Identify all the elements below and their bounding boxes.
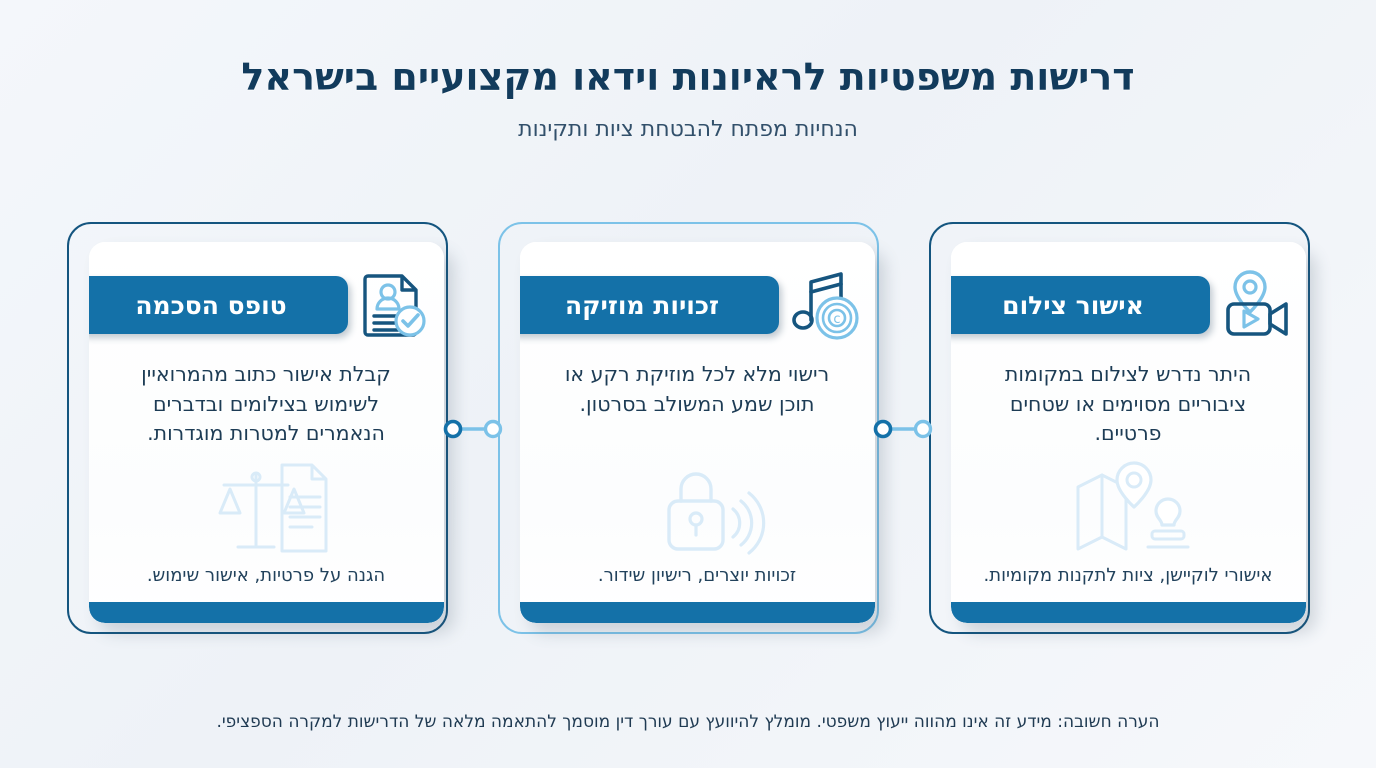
- card-footnote: אישורי לוקיישן, ציות לתקנות מקומיות.: [983, 564, 1273, 586]
- svg-text:c: c: [833, 312, 840, 327]
- card-bottom-accent-bar: [88, 602, 444, 623]
- music-note-copyright-icon: c: [789, 268, 861, 340]
- connector-dot-light: [483, 419, 503, 439]
- card-header-row: c זכויות מוזיקה: [519, 264, 875, 340]
- page-header: דרישות משפטיות לראיונות וידאו מקצועיים ב…: [0, 0, 1376, 145]
- card-title-label: טופס הסכמה: [135, 290, 287, 320]
- footer-disclaimer: הערה חשובה: מידע זה אינו מהווה ייעוץ משפ…: [216, 712, 1160, 733]
- card-title-tab[interactable]: זכויות מוזיקה: [519, 276, 779, 334]
- requirement-cards-row: טופס הסכמה קבלת אישור כתוב מהמרואיין לשי…: [0, 222, 1376, 642]
- card-title-label: זכויות מוזיקה: [564, 290, 720, 320]
- card-body-text: רישוי מלא לכל מוזיקת רקע או תוכן שמע המש…: [564, 362, 830, 416]
- card-inner-surface: טופס הסכמה קבלת אישור כתוב מהמרואיין לשי…: [88, 242, 444, 623]
- card-footnote: הגנה על פרטיות, אישור שימוש.: [146, 564, 386, 586]
- card-header-row: טופס הסכמה: [88, 264, 444, 340]
- card-consent-form[interactable]: טופס הסכמה קבלת אישור כתוב מהמרואיין לשי…: [66, 222, 448, 634]
- page-title: דרישות משפטיות לראיונות וידאו מקצועיים ב…: [241, 55, 1135, 99]
- card-bottom-accent-bar: [519, 602, 875, 623]
- card-title-tab[interactable]: טופס הסכמה: [88, 276, 348, 334]
- card-title-tab[interactable]: אישור צילום: [950, 276, 1210, 334]
- card-header-row: אישור צילום: [950, 264, 1306, 340]
- card-body-text: היתר נדרש לצילום במקומות ציבוריים מסוימי…: [1004, 362, 1252, 446]
- video-camera-location-pin-icon: [1220, 268, 1292, 340]
- connector-2: [872, 418, 934, 440]
- card-inner-surface: אישור צילום היתר נדרש לצילום במקומות ציב…: [950, 242, 1306, 623]
- card-music-rights[interactable]: c זכויות מוזיקה רישוי מלא לכל מוזיקת רקע…: [497, 222, 879, 634]
- document-person-check-icon: [358, 268, 430, 340]
- card-body: רישוי מלא לכל מוזיקת רקע או תוכן שמע המש…: [546, 360, 849, 419]
- card-filming-permit[interactable]: אישור צילום היתר נדרש לצילום במקומות ציב…: [928, 222, 1310, 634]
- lock-broadcast-icon: [639, 459, 767, 563]
- card-bottom-accent-bar: [950, 602, 1306, 623]
- card-footnote: זכויות יוצרים, רישיון שידור.: [597, 564, 797, 586]
- page-subtitle: הנחיות מפתח להבטחת ציות ותקינות: [518, 117, 858, 143]
- connector-dot-light: [913, 419, 933, 439]
- connector-dot-dark: [443, 419, 463, 439]
- card-body: קבלת אישור כתוב מהמרואיין לשימוש בצילומי…: [115, 360, 418, 449]
- card-title-label: אישור צילום: [1002, 290, 1144, 320]
- connector-dot-dark: [873, 419, 893, 439]
- connector-1: [442, 418, 504, 440]
- scales-of-justice-document-icon: [208, 459, 336, 563]
- card-body: היתר נדרש לצילום במקומות ציבוריים מסוימי…: [977, 360, 1280, 449]
- card-body-text: קבלת אישור כתוב מהמרואיין לשימוש בצילומי…: [141, 362, 391, 446]
- card-inner-surface: c זכויות מוזיקה רישוי מלא לכל מוזיקת רקע…: [519, 242, 875, 623]
- map-pin-stamp-icon: [1070, 459, 1198, 563]
